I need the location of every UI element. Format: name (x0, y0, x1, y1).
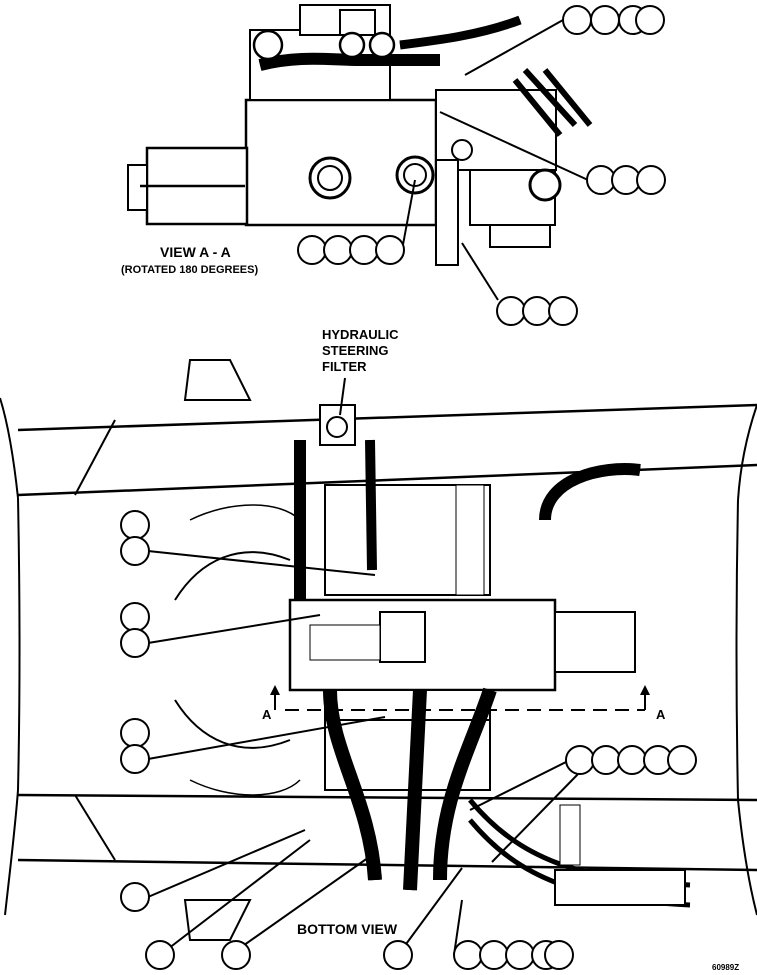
filter-leader (339, 377, 346, 416)
callouts-bottom (120, 510, 697, 970)
callouts-top (297, 5, 666, 326)
view-a-a-subtitle: (ROTATED 180 DEGREES) (121, 264, 258, 276)
filter-label-line3: FILTER (322, 359, 367, 374)
filter-label-line1: HYDRAULIC (322, 327, 399, 342)
bottom-view-drawing (0, 359, 757, 941)
figure-id: 60989Z (712, 963, 739, 972)
view-a-a-title: VIEW A - A (160, 244, 231, 260)
section-marker-left: A (262, 707, 272, 722)
bottom-view-title: BOTTOM VIEW (297, 921, 398, 937)
section-marker-right: A (656, 707, 666, 722)
view-a-a-drawing (127, 4, 593, 266)
filter-label-line2: STEERING (322, 343, 388, 358)
